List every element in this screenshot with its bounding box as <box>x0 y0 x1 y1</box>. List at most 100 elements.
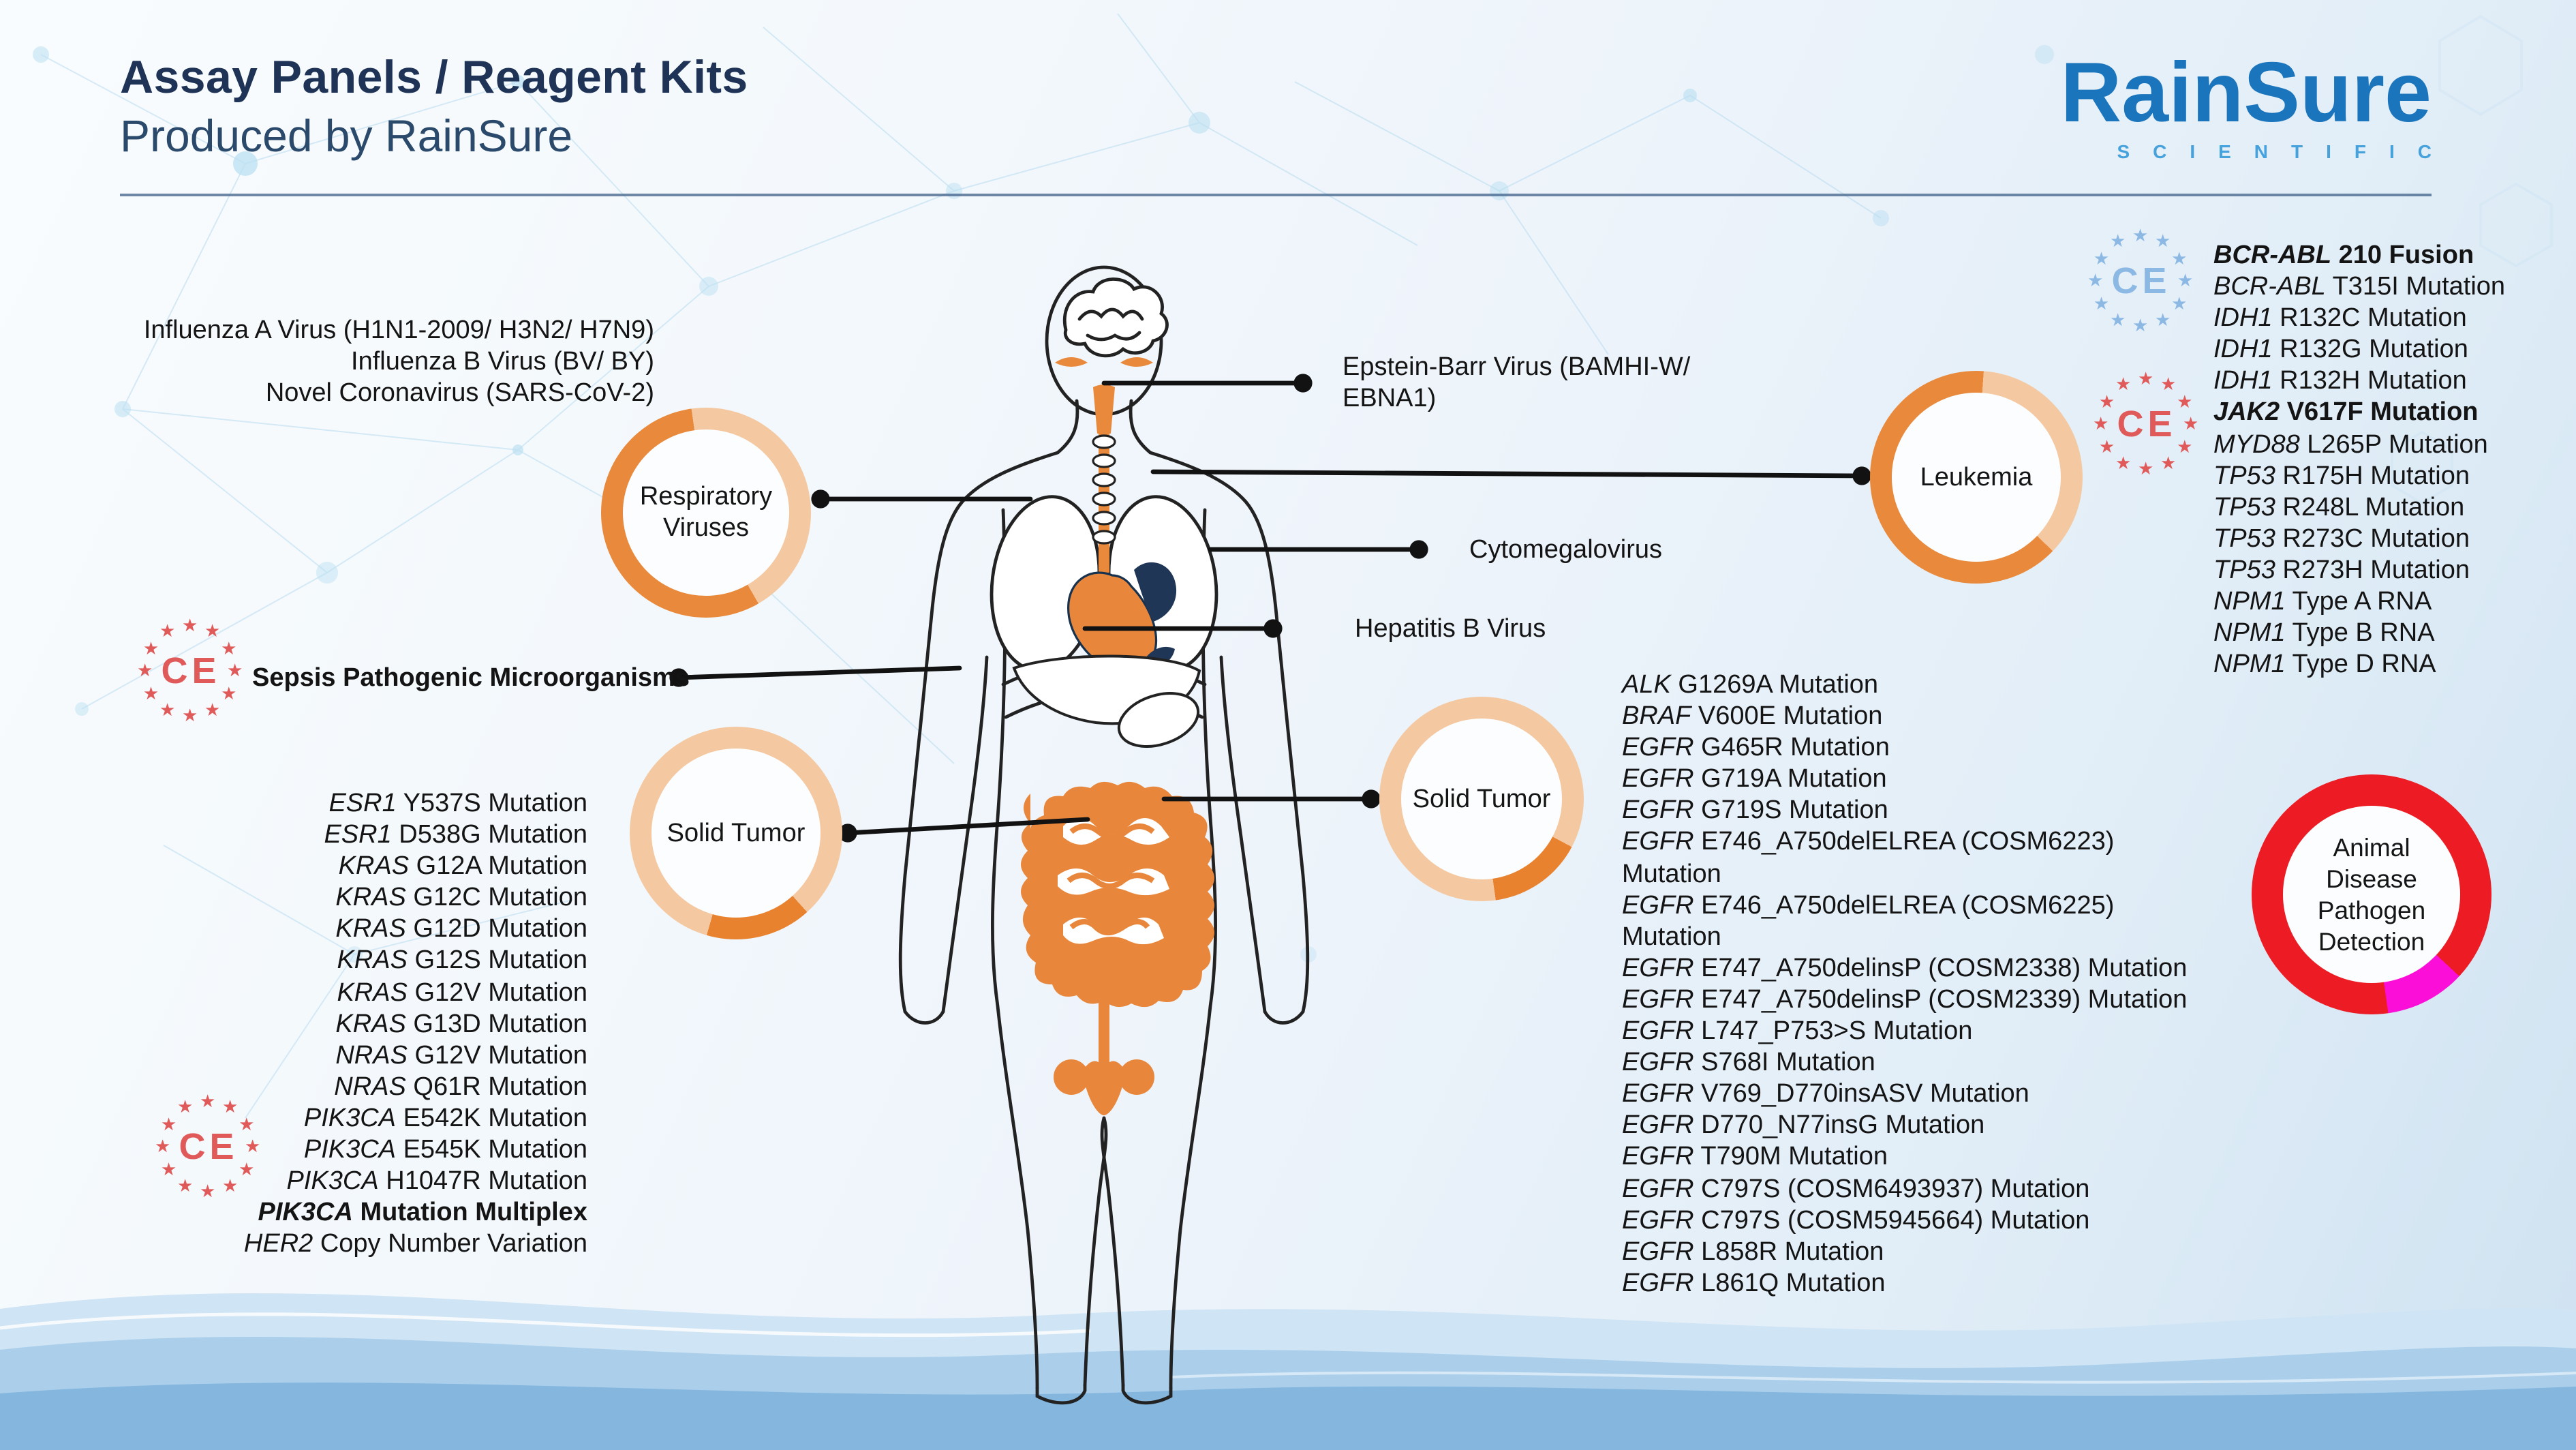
ce-star-icon: ★ <box>2138 368 2154 389</box>
ce-letters: CE <box>2117 403 2177 444</box>
gene-name: ALK <box>1622 671 1671 699</box>
gene-name: IDH1 <box>2213 367 2273 396</box>
list-item: TP53 R248L Mutation <box>2213 493 2465 522</box>
ce-star-icon: ★ <box>155 1136 171 1156</box>
list-item: BCR-ABL T315I Mutation <box>2213 273 2506 302</box>
gene-name: NRAS <box>334 1072 406 1102</box>
gene-name: KRAS <box>338 852 410 881</box>
list-item: EGFR E747_A750delinsP (COSM2338) Mutatio… <box>1622 954 2188 983</box>
gene-name: PIK3CA <box>303 1104 397 1133</box>
gene-name: NPM1 <box>2213 588 2286 617</box>
list-item: PIK3CA Mutation Multiplex <box>258 1198 587 1228</box>
list-item: Influenza B Virus (BV/ BY) <box>351 348 654 377</box>
gene-name: EGFR <box>1622 1143 1694 1172</box>
gene-name: IDH1 <box>2213 304 2273 333</box>
ring-label-respiratory: Respiratory Viruses <box>639 483 773 543</box>
gene-name: HER2 <box>243 1230 313 1259</box>
list-item: EGFR T790M Mutation <box>1622 1143 1888 1172</box>
gene-name: BCR-ABL <box>2213 273 2326 302</box>
page-subtitle: Produced by RainSure <box>120 110 573 161</box>
gene-name: EGFR <box>1622 828 1694 857</box>
ce-star-icon: ★ <box>2160 374 2177 395</box>
ce-star-icon: ★ <box>137 660 153 680</box>
ce-star-icon: ★ <box>221 682 237 703</box>
ce-star-icon: ★ <box>2160 452 2177 473</box>
ce-star-icon: ★ <box>142 637 159 658</box>
gene-name: BRAF <box>1622 702 1691 731</box>
list-item: NRAS Q61R Mutation <box>334 1072 587 1102</box>
liver-stomach <box>1012 654 1201 748</box>
ce-star-icon: ★ <box>227 660 243 680</box>
list-item: NRAS G12V Mutation <box>335 1041 587 1070</box>
ring-hole <box>1892 393 2061 562</box>
ce-star-icon: ★ <box>2115 374 2132 395</box>
ce-star-icon: ★ <box>2115 452 2132 473</box>
gene-name: ESR1 <box>328 789 397 818</box>
list-item: KRAS G12V Mutation <box>337 978 587 1008</box>
gene-name: KRAS <box>335 883 406 913</box>
connector-dot <box>1362 789 1381 809</box>
list-item: BCR-ABL 210 Fusion <box>2213 241 2474 270</box>
list-item: Mutation <box>1622 922 1721 952</box>
list-item: NPM1 Type B RNA <box>2213 619 2435 648</box>
list-item: EGFR L858R Mutation <box>1622 1237 1884 1267</box>
connector-dot <box>1409 540 1428 559</box>
ce-star-icon: ★ <box>2177 436 2193 456</box>
ce-star-icon: ★ <box>177 1096 194 1117</box>
list-item: ESR1 Y537S Mutation <box>328 789 587 818</box>
list-item: IDH1 R132C Mutation <box>2213 304 2467 333</box>
list-item: EGFR C797S (COSM6493937) Mutation <box>1622 1175 2090 1203</box>
list-item: MYD88 L265P Mutation <box>2213 430 2488 459</box>
list-item: Mutation <box>1622 860 1721 889</box>
ce-star-icon: ★ <box>182 615 198 635</box>
title-block: Assay Panels / Reagent Kits Produced by … <box>120 52 748 162</box>
gene-name: EGFR <box>1622 796 1694 826</box>
gene-name: EGFR <box>1622 985 1694 1014</box>
logo-tagline: SCIENTIFIC <box>2117 140 2455 162</box>
gene-name: JAK2 <box>2213 398 2280 427</box>
ce-star-icon: ★ <box>200 1091 216 1111</box>
page-title: Assay Panels / Reagent Kits <box>120 52 748 104</box>
ce-star-icon: ★ <box>2155 230 2171 252</box>
hbv-label: Hepatitis B Virus <box>1355 615 1546 644</box>
gene-name: PIK3CA <box>303 1136 397 1165</box>
ring-hole <box>651 749 821 918</box>
list-item: KRAS G13D Mutation <box>335 1010 587 1039</box>
ce-star-icon: ★ <box>182 705 198 725</box>
list-item: BRAF V600E Mutation <box>1622 702 1883 731</box>
list-item: Novel Coronavirus (SARS-CoV-2) <box>265 379 654 408</box>
ring-respiratory-viruses: Respiratory Viruses <box>601 408 811 618</box>
gene-name: EGFR <box>1622 765 1694 794</box>
ce-star-icon: ★ <box>2093 292 2110 313</box>
ce-star-icon: ★ <box>222 1175 239 1196</box>
list-item: Influenza A Virus (H1N1-2009/ H3N2/ H7N9… <box>143 316 654 345</box>
cmv-label: Cytomegalovirus <box>1469 536 1662 564</box>
ce-letters: CE <box>179 1126 239 1166</box>
list-item: KRAS G12S Mutation <box>337 946 587 976</box>
ring-label-solid-tumor-left: Solid Tumor <box>666 819 806 847</box>
list-item: PIK3CA E542K Mutation <box>303 1104 587 1133</box>
ce-mark-bcr-abl: ★★★★★★★★★★★★CE <box>2087 226 2196 335</box>
ce-star-icon: ★ <box>177 1175 194 1196</box>
gene-name: NRAS <box>335 1041 408 1070</box>
ce-star-icon: ★ <box>2132 225 2149 245</box>
gene-name: NPM1 <box>2213 619 2286 648</box>
ring-hole <box>2283 806 2460 983</box>
gene-name: KRAS <box>335 1010 406 1039</box>
ce-star-icon: ★ <box>239 1113 255 1134</box>
ce-star-icon: ★ <box>2132 315 2149 335</box>
sepsis-label: Sepsis Pathogenic Microorganisms <box>252 664 690 693</box>
ring-hole <box>1401 719 1562 879</box>
sinus-marks <box>1055 357 1153 367</box>
gene-name: BCR-ABL <box>2213 241 2332 270</box>
connector-dot <box>811 489 830 509</box>
gene-name: EGFR <box>1622 954 1694 983</box>
pelvic-organs <box>1054 995 1154 1115</box>
gene-name: IDH1 <box>2213 335 2273 365</box>
list-item: IDH1 R132H Mutation <box>2213 367 2467 396</box>
ring-leukemia: Leukemia <box>1870 371 2083 584</box>
intestines <box>1021 781 1214 1008</box>
